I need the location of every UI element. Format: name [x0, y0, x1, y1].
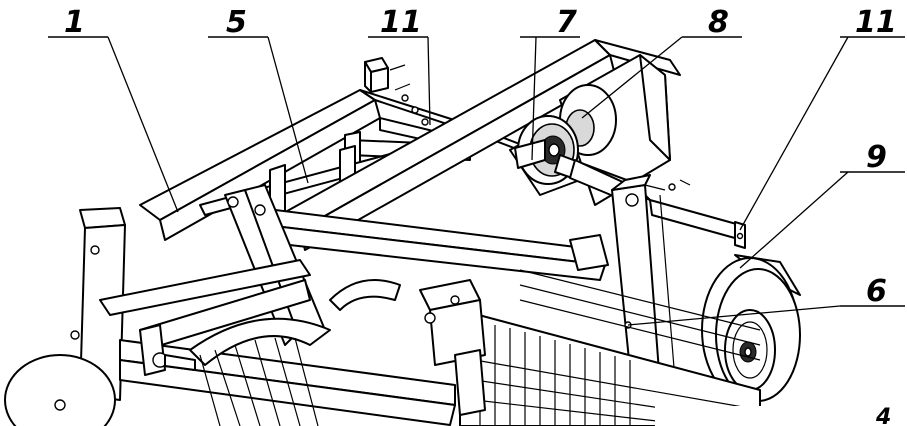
rear-side-arm	[649, 179, 746, 249]
callout-5: 5	[226, 5, 247, 40]
callout-7: 7	[556, 5, 577, 40]
pulley	[509, 115, 581, 196]
digger-shares	[189, 279, 401, 426]
hanger-link	[611, 174, 676, 391]
disc-coulter	[4, 354, 116, 426]
callout-6: 6	[866, 274, 887, 309]
middle-frame	[419, 234, 609, 416]
callout-11-right: 11	[855, 5, 897, 40]
callout-9: 9	[866, 140, 887, 175]
support-wheel	[701, 254, 801, 403]
blank-patch	[655, 406, 895, 426]
top-bolt-block	[364, 57, 429, 126]
callout-labels: 1 5 11 7 8 11 9 6 4	[64, 5, 897, 426]
callout-1: 1	[64, 5, 85, 40]
callout-11-left: 11	[380, 5, 422, 40]
callout-8: 8	[708, 5, 729, 40]
callout-leaders	[48, 36, 905, 326]
callout-4: 4	[875, 405, 891, 426]
